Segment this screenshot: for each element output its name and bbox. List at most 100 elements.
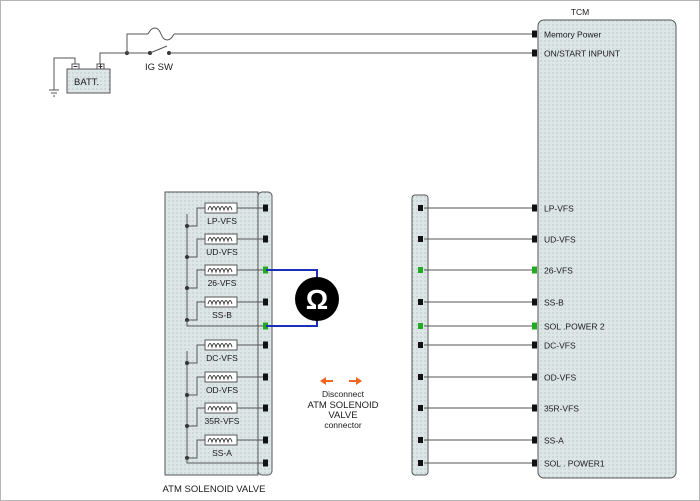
valve-pins xyxy=(186,204,268,467)
ig-switch-label: IG SW xyxy=(145,62,173,73)
coil-return-wire xyxy=(187,407,205,427)
tcm-body xyxy=(537,19,677,479)
tcm-pin xyxy=(532,204,537,212)
tcm-top-pin-label: Memory Power xyxy=(544,30,601,40)
tcm-pin xyxy=(532,459,537,467)
coil-winding xyxy=(207,268,233,274)
note-line-1: Disconnect xyxy=(322,389,365,399)
tcm-top-pin-label: ON/START INPUNT xyxy=(544,49,620,59)
tcm-pin xyxy=(532,436,537,444)
tcm-pin-label: 35R-VFS xyxy=(544,404,579,414)
coil-return-wire xyxy=(187,207,205,227)
fuse-feed-wire xyxy=(126,33,148,53)
coil-junction-dot xyxy=(185,393,189,397)
valve-pin xyxy=(263,459,268,467)
tcm-pins: LP-VFS UD-VFS 26-VFS SS-B SOL .POWER 2 DC-VFS… xyxy=(532,204,605,469)
tcm-pin-label: SOL . POWER1 xyxy=(544,459,605,469)
battery-label: BATT. xyxy=(74,77,99,88)
harness-pin xyxy=(418,460,423,466)
coil-label: OD-VFS xyxy=(206,385,238,395)
coil-junction-dot xyxy=(185,286,189,290)
coil-junction-dot xyxy=(185,424,189,428)
valve-pin xyxy=(263,404,268,412)
coil-return-wire xyxy=(187,376,205,396)
coil-return-wire xyxy=(187,439,205,459)
coil-winding xyxy=(207,375,233,381)
tcm-pin xyxy=(532,373,537,381)
coil-junction-dot xyxy=(185,224,189,228)
ohm-symbol-text: Ω xyxy=(306,284,328,315)
tcm-pin xyxy=(532,298,537,306)
tcm-pin-label: LP-VFS xyxy=(544,204,574,214)
tcm-pin xyxy=(532,341,537,349)
coil-label: SS-A xyxy=(212,448,232,458)
coils-upper-group: LP-VFS UD-VFS 26-VFS SS-B xyxy=(185,202,263,322)
harness-pin xyxy=(418,374,423,380)
note-line-2: ATM SOLENOID xyxy=(307,400,378,411)
coil-return-wire xyxy=(187,238,205,258)
tcm-pin-label: SOL .POWER 2 xyxy=(544,322,605,332)
solenoid-valve-title: ATM SOLENOID VALVE xyxy=(163,484,266,495)
coil-label: 35R-VFS xyxy=(205,416,240,426)
battery xyxy=(66,68,111,94)
ohmmeter-symbol xyxy=(295,277,339,321)
battery-positive-wire xyxy=(99,52,127,64)
valve-pin xyxy=(263,436,268,444)
tcm-pin-label: OD-VFS xyxy=(544,373,576,383)
harness-pin xyxy=(418,267,423,273)
valve-pin xyxy=(263,266,268,274)
coil-return-wire xyxy=(187,301,205,321)
coil-winding xyxy=(207,406,233,412)
tcm-pin xyxy=(532,266,537,274)
coil-winding xyxy=(207,206,233,212)
coil-label: SS-B xyxy=(212,310,232,320)
harness-connector-body xyxy=(411,194,429,476)
coil-return-wire xyxy=(187,344,205,364)
harness-pin xyxy=(418,205,423,211)
coil-winding xyxy=(207,343,233,349)
tcm-pin xyxy=(532,404,537,412)
valve-pin xyxy=(263,341,268,349)
atm-solenoid-valve: ATM SOLENOID VALVE LP-VFS UD-VFS 26-VFS SS-… xyxy=(163,191,273,495)
coil-label: UD-VFS xyxy=(206,247,238,257)
harness-pin xyxy=(418,236,423,242)
tcm-pin-label: UD-VFS xyxy=(544,235,576,245)
coil-label: 26-VFS xyxy=(208,278,237,288)
tcm-pin-label: SS-A xyxy=(544,436,564,446)
harness-pin xyxy=(418,299,423,305)
arrow-right-head xyxy=(356,377,362,385)
tcm-pin-label: 26-VFS xyxy=(544,266,573,276)
tcm-title: TCM xyxy=(571,7,589,17)
coil-return-wire xyxy=(187,269,205,289)
ground-wire xyxy=(53,57,76,90)
disconnect-note: Disconnect ATM SOLENOID VALVE connector xyxy=(307,377,379,430)
tcm-pin xyxy=(532,235,537,243)
tcm-pin-label: SS-B xyxy=(544,298,564,308)
valve-pin xyxy=(263,298,268,306)
tcm-pin xyxy=(532,322,537,330)
harness-pin xyxy=(418,437,423,443)
ohmmeter: Ω xyxy=(266,269,339,327)
note-line-4: connector xyxy=(324,420,361,430)
coil-winding xyxy=(207,438,233,444)
tcm-top-pin xyxy=(532,49,537,57)
tcm-top-pin xyxy=(532,30,537,38)
coil-winding xyxy=(207,300,233,306)
ig-switch-blade xyxy=(149,45,168,54)
coil-label: DC-VFS xyxy=(206,353,238,363)
tcm-pin-label: DC-VFS xyxy=(544,341,576,351)
sol-power2-wire xyxy=(186,320,263,327)
sol-power1-wire xyxy=(186,458,263,464)
coil-winding xyxy=(207,237,233,243)
solenoid-valve-connector xyxy=(257,191,273,476)
harness-pin xyxy=(418,405,423,411)
fuse-symbol xyxy=(147,27,175,41)
harness-pin xyxy=(418,323,423,329)
valve-pin xyxy=(263,322,268,330)
coil-label: LP-VFS xyxy=(207,216,237,226)
harness-wires xyxy=(418,205,532,466)
arrow-left-head xyxy=(320,377,326,385)
